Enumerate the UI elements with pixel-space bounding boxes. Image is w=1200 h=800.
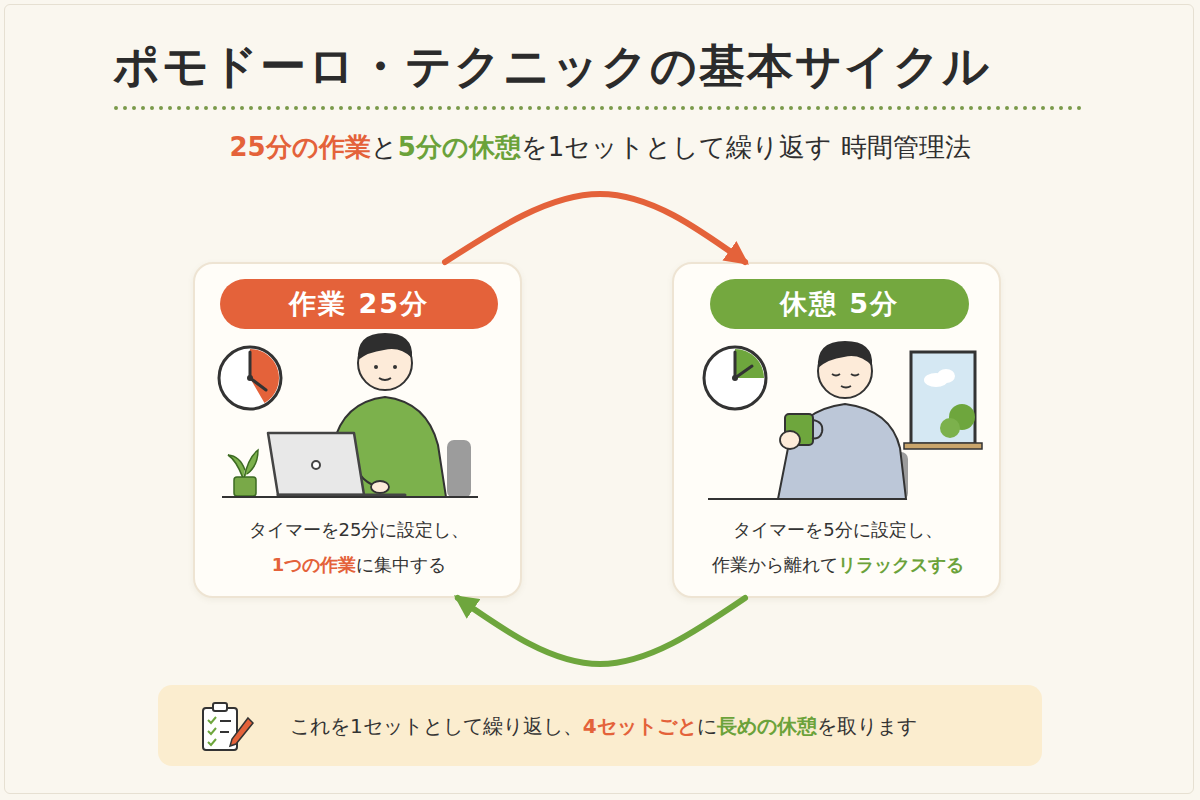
text-run: に	[697, 714, 717, 738]
work-person-figure	[379, 378, 391, 380]
checklist-icon	[213, 703, 227, 711]
laptop-symbol	[268, 433, 364, 495]
text-run: を1セットとして繰り返す 時間管理法	[521, 132, 971, 162]
desk-line	[708, 498, 905, 500]
dotted-rule	[116, 106, 1086, 110]
window-symbol	[937, 369, 955, 383]
rest-card: 休憩 5分タイマーを5分に設定し、 作業から離れてリラックスする	[672, 262, 1001, 598]
window-symbol	[924, 373, 948, 387]
highlight-run: 25分の作業	[229, 132, 370, 162]
text-run: を取ります	[817, 714, 917, 738]
rest-clock-icon	[732, 375, 738, 381]
rest-person-figure	[778, 341, 908, 500]
rest-person-figure	[841, 386, 851, 388]
work-card: 作業 25分タイマーを25分に設定し、 1つの作業に集中する	[193, 262, 522, 598]
plant-symbol	[228, 450, 258, 496]
window-symbol	[904, 352, 982, 449]
work-person-figure	[358, 333, 412, 360]
laptop-symbol	[312, 461, 320, 469]
text-run: これを1セットとして繰り返し、	[290, 714, 583, 738]
plant-symbol	[228, 455, 245, 478]
rest-person-figure	[832, 374, 840, 376]
work-person-figure	[328, 333, 471, 498]
diagram-title: ポモドーロ・テクニックの基本サイクル	[113, 36, 991, 98]
rest-person-figure	[884, 452, 908, 500]
desk-line	[222, 496, 478, 498]
checklist-icon	[230, 718, 253, 746]
text-run: タイマーを25分に設定し、	[249, 519, 470, 540]
checklist-icon	[208, 739, 216, 745]
work-person-figure	[393, 365, 397, 369]
note-band: これを1セットとして繰り返し、4セットごとに長めの休憩を取ります	[158, 685, 1042, 766]
repeat-note: これを1セットとして繰り返し、4セットごとに長めの休憩を取ります	[290, 711, 1030, 741]
laptop-symbol	[268, 433, 405, 495]
highlight-run: 1つの作業	[272, 554, 357, 575]
checklist-icon	[203, 703, 253, 750]
highlight-run: 長めの休憩	[717, 714, 817, 738]
rest-duration: 休憩 5分	[710, 279, 969, 329]
rest-person-figure	[778, 404, 906, 499]
window-symbol	[949, 404, 975, 430]
work-description: タイマーを25分に設定し、 1つの作業に集中する	[219, 512, 499, 582]
window-symbol	[911, 352, 975, 444]
cycle-arrow	[458, 598, 745, 664]
work-person-figure	[447, 440, 471, 498]
work-person-figure	[358, 336, 412, 390]
rest-person-figure	[812, 420, 822, 438]
work-person-figure	[328, 397, 446, 497]
work-clock-icon	[250, 349, 279, 403]
laptop-symbol	[278, 494, 405, 497]
checklist-icon	[208, 717, 216, 723]
work-duration: 作業 25分	[220, 279, 498, 329]
text-run: 作業 25分	[289, 286, 429, 322]
rest-description: タイマーを5分に設定し、 作業から離れてリラックスする	[698, 512, 978, 582]
page-frame	[4, 4, 1194, 794]
checklist-icon	[203, 708, 237, 750]
work-person-figure	[350, 450, 378, 487]
rest-clock-icon	[734, 352, 737, 378]
work-person-figure	[374, 365, 378, 369]
work-clock-icon	[250, 378, 266, 390]
window-symbol	[904, 443, 982, 449]
text-run: 休憩 5分	[780, 286, 899, 322]
work-person-figure	[371, 481, 389, 493]
rest-person-figure	[851, 374, 859, 376]
work-duration-pill: 作業 25分	[220, 279, 498, 329]
plant-symbol	[234, 477, 256, 496]
work-clock-icon	[247, 375, 253, 381]
work-clock-icon	[219, 347, 281, 409]
highlight-run: 4セットごと	[583, 714, 697, 738]
work-clock-icon	[249, 352, 252, 378]
rest-person-figure	[818, 341, 872, 368]
rest-person-figure	[785, 414, 813, 445]
checklist-icon	[208, 728, 216, 734]
rest-clock-icon	[735, 349, 764, 378]
rest-clock-icon	[704, 347, 766, 409]
rest-clock-icon	[735, 366, 752, 378]
plant-symbol	[244, 450, 258, 478]
work-clock-icon	[219, 347, 281, 409]
window-symbol	[940, 418, 960, 438]
rest-clock-icon	[704, 347, 766, 409]
subtitle: 25分の作業と5分の休憩を1セットとして繰り返す 時間管理法	[0, 130, 1200, 165]
cycle-arrow	[445, 194, 745, 262]
text-run: と	[371, 132, 398, 162]
checklist-icon	[220, 731, 229, 733]
dotted-rule	[116, 108, 1086, 109]
rest-person-figure	[780, 431, 800, 449]
rest-duration-pill: 休憩 5分	[710, 279, 969, 329]
highlight-run: 5分の休憩	[398, 132, 521, 162]
text-run: に集中する	[356, 554, 446, 575]
rest-person-figure	[818, 344, 872, 398]
checklist-icon	[220, 720, 231, 722]
desk-line	[222, 497, 905, 499]
highlight-run: リラックスする	[838, 554, 964, 575]
